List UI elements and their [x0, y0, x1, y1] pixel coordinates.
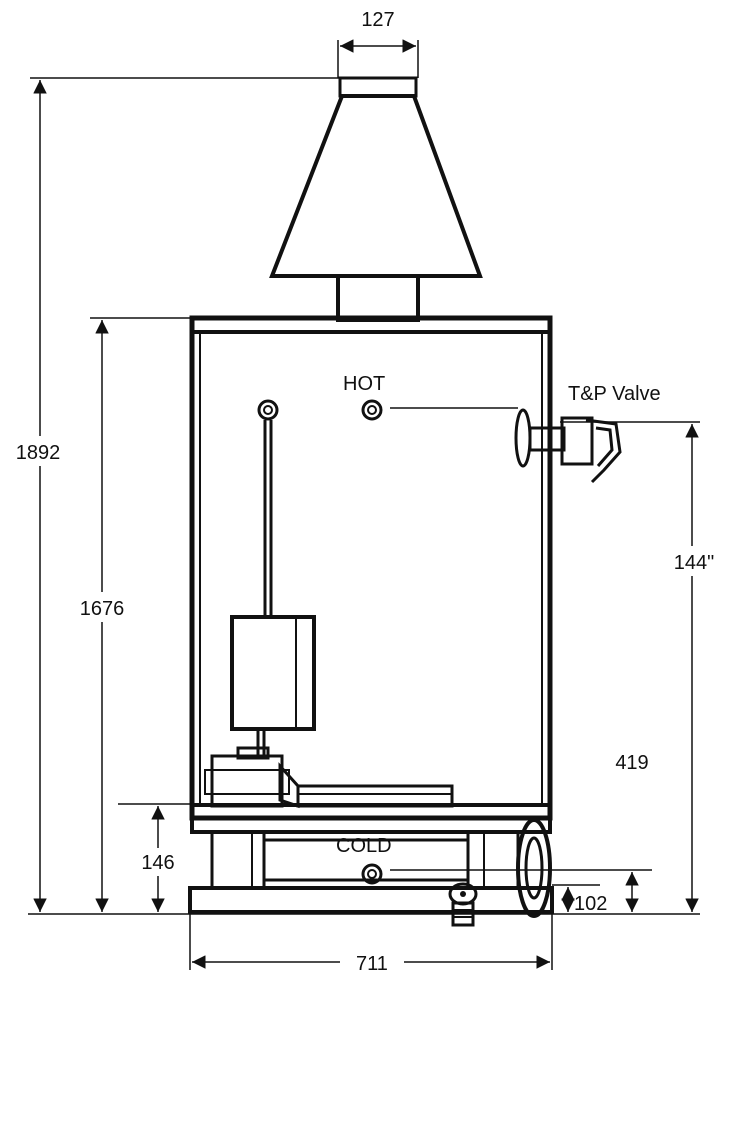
cold-fitting-inner — [367, 869, 377, 879]
drain-valve-hole — [460, 891, 466, 897]
burner-tray — [296, 784, 454, 808]
inspection-port-outer — [516, 818, 552, 918]
flue-neck — [336, 274, 420, 322]
flue-assembly — [269, 76, 483, 322]
dim-flue-width: 127 — [361, 9, 394, 31]
dim-tp-valve-height: 144" — [674, 552, 714, 574]
cold-label: COLD — [336, 835, 392, 857]
base — [188, 816, 554, 914]
dim-overall-height: 1892 — [16, 442, 61, 464]
dim-base-width: 711 — [356, 953, 388, 975]
dimension-arrows — [33, 39, 699, 969]
hot-fitting-outer — [361, 399, 383, 421]
tp-valve: T&P Valve — [514, 383, 661, 484]
base-leg-left — [210, 830, 266, 890]
hot-fitting-inner — [367, 405, 377, 415]
base-foot — [188, 886, 554, 914]
drain-valve — [448, 882, 478, 927]
cold-inlet: COLD — [336, 835, 652, 885]
base-leg-right — [466, 830, 520, 890]
dim-cold-inlet-height: 419 — [615, 752, 648, 774]
dim-base-height: 102 — [574, 893, 607, 915]
dimension-labels: 127 1892 1676 144" 419 146 102 711 — [2, 9, 730, 976]
draft-hood — [269, 94, 483, 278]
dim-cabinet-height: 1676 — [80, 598, 125, 620]
dim-burner-height: 146 — [141, 852, 174, 874]
tp-valve-body — [560, 416, 594, 466]
extension-lines — [28, 40, 700, 970]
burner-valve-top — [236, 746, 270, 760]
control-fitting-inner — [263, 405, 273, 415]
tp-valve-flange — [514, 408, 532, 468]
hot-outlet: HOT — [343, 373, 518, 421]
burner-valve — [210, 754, 284, 808]
inspection-port — [516, 818, 552, 918]
burner-assembly — [204, 746, 454, 809]
hot-label: HOT — [343, 373, 385, 395]
control-fitting-outer — [257, 399, 279, 421]
cold-fitting-outer — [361, 863, 383, 885]
flue-collar — [338, 76, 418, 98]
base-platform — [190, 816, 552, 834]
tp-valve-stem — [528, 426, 566, 452]
inspection-port-inner — [524, 836, 544, 900]
control-box — [230, 615, 316, 731]
gas-control — [230, 399, 316, 756]
burner-valve-body — [204, 769, 290, 795]
tp-valve-label: T&P Valve — [568, 383, 661, 405]
